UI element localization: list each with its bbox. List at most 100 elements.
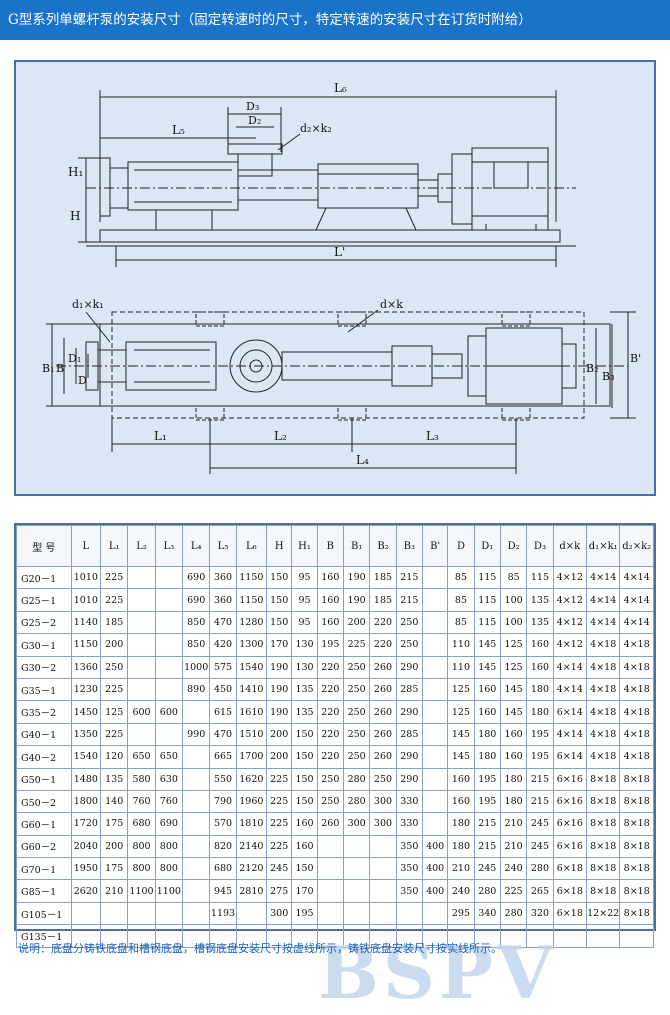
table-cell <box>369 901 397 926</box>
table-cell <box>182 901 211 926</box>
watermark-logo: BSPV <box>318 930 557 1015</box>
table-cell: 6×16 <box>552 789 588 814</box>
table-cell: 8×18 <box>586 812 621 836</box>
table-cell <box>182 834 211 859</box>
label-l-prime: L' <box>334 245 345 259</box>
table-cell: 145 <box>499 677 528 702</box>
table-cell <box>182 879 211 903</box>
table-cell: 180 <box>447 834 475 859</box>
column-header: d₂×k₂ <box>619 525 654 567</box>
table-cell <box>421 789 449 814</box>
table-cell <box>182 857 211 881</box>
table-cell: 145 <box>447 745 475 769</box>
table-cell: 150 <box>291 722 318 747</box>
table-cell: 285 <box>395 722 423 747</box>
table-cell: 180 <box>526 677 554 702</box>
table-cell: 160 <box>316 588 345 612</box>
table-cell: 290 <box>395 745 423 769</box>
table-cell: 280 <box>526 857 554 881</box>
label-dk: d×k <box>380 298 403 311</box>
table-cell: 150 <box>266 588 293 612</box>
table-cell: 6×16 <box>552 767 588 791</box>
table-cell: 200 <box>266 722 293 747</box>
table-cell: 225 <box>100 722 129 747</box>
table-cell: 135 <box>526 588 554 612</box>
table-cell: 135 <box>291 700 318 724</box>
table-cell: 250 <box>316 767 345 791</box>
table-cell <box>421 722 449 747</box>
table-cell: 225 <box>266 789 293 814</box>
table-cell: 630 <box>154 767 184 791</box>
table-cell: 665 <box>209 745 237 769</box>
table-cell <box>421 700 449 724</box>
column-header: B' <box>421 525 449 567</box>
label-b-prime: B' <box>630 352 641 365</box>
table-cell: 2120 <box>235 857 268 881</box>
table-cell <box>154 722 184 747</box>
table-cell: 250 <box>342 722 371 747</box>
column-header: L₁ <box>100 525 129 567</box>
table-cell: 245 <box>526 812 554 836</box>
table-cell: 265 <box>526 879 554 903</box>
table-cell <box>182 789 211 814</box>
table-cell <box>342 834 371 859</box>
model-cell: G50－1 <box>16 767 72 791</box>
table-cell: 245 <box>526 834 554 859</box>
table-cell <box>619 924 654 948</box>
table-cell: 260 <box>369 700 397 724</box>
model-cell: G40－1 <box>16 722 72 747</box>
label-d: D <box>78 374 87 387</box>
table-cell: 200 <box>266 745 293 769</box>
table-cell: 4×18 <box>586 677 621 702</box>
table-cell: 115 <box>526 565 554 590</box>
table-cell: 125 <box>100 700 129 724</box>
table-cell: 190 <box>266 700 293 724</box>
table-cell: 4×18 <box>619 633 654 657</box>
table-cell: 4×14 <box>619 565 654 590</box>
table-cell: 160 <box>316 610 345 635</box>
table-cell: 285 <box>395 677 423 702</box>
table-cell: 575 <box>209 655 237 679</box>
table-cell: 135 <box>526 610 554 635</box>
table-cell: 185 <box>369 588 397 612</box>
table-cell: 215 <box>473 812 501 836</box>
table-cell: 945 <box>209 879 237 903</box>
table-cell <box>316 857 345 881</box>
table-cell: 1300 <box>235 633 268 657</box>
table-cell: 820 <box>209 834 237 859</box>
table-cell: 290 <box>395 700 423 724</box>
table-cell: 450 <box>209 677 237 702</box>
column-header: L₃ <box>154 525 184 567</box>
table-cell: 8×18 <box>586 834 621 859</box>
table-cell: 4×14 <box>619 588 654 612</box>
table-cell: 250 <box>369 767 397 791</box>
model-cell: G40－2 <box>16 745 72 769</box>
table-cell: 6×14 <box>552 745 588 769</box>
label-l6: L₆ <box>334 81 347 95</box>
table-cell <box>235 901 268 926</box>
table-cell: 680 <box>127 812 156 836</box>
table-cell: 115 <box>473 565 501 590</box>
label-l3: L₃ <box>426 429 439 443</box>
table-cell: 225 <box>342 633 371 657</box>
table-cell: 180 <box>499 789 528 814</box>
table-cell: 2620 <box>70 879 102 903</box>
table-cell: 1540 <box>235 655 268 679</box>
table-cell: 8×18 <box>586 879 621 903</box>
table-cell: 160 <box>526 655 554 679</box>
table-cell: 195 <box>291 901 318 926</box>
table-cell: 8×18 <box>619 857 654 881</box>
table-cell: 175 <box>100 812 129 836</box>
table-cell: 1150 <box>70 633 102 657</box>
table-cell: 215 <box>526 767 554 791</box>
table-cell: 240 <box>499 857 528 881</box>
table-cell <box>154 677 184 702</box>
table-cell: 1480 <box>70 767 102 791</box>
table-cell: 85 <box>447 565 475 590</box>
table-cell: 4×18 <box>619 700 654 724</box>
